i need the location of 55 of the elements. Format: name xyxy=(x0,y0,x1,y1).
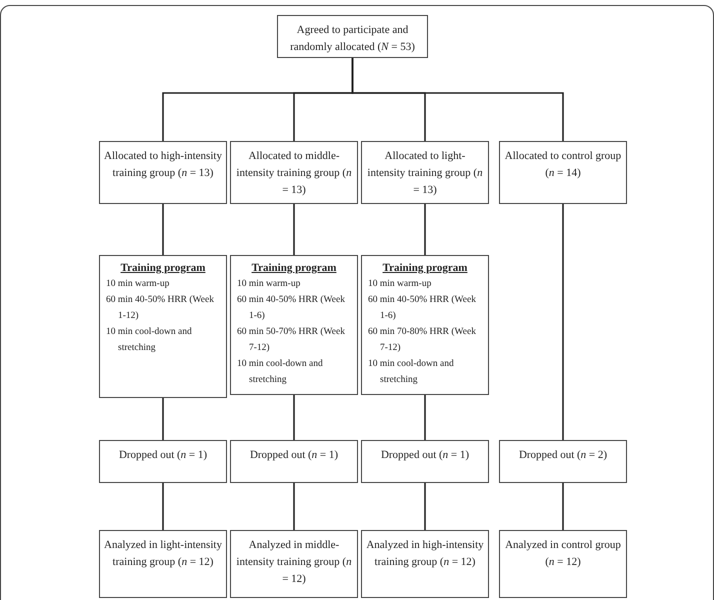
program-item: 10 min warm-up xyxy=(368,278,432,291)
connector-line xyxy=(162,483,164,530)
connector-line xyxy=(562,204,564,440)
program-item: 10 min cool-down and stretching xyxy=(106,326,193,355)
program-item: 10 min warm-up xyxy=(106,278,170,291)
connector-line xyxy=(162,398,164,440)
box-text: Analyzed in control group (n = 12) xyxy=(504,538,622,570)
flow-box xyxy=(499,440,627,483)
connector-line xyxy=(424,483,426,530)
program-item: 60 min 70-80% HRR (Week 7-12) xyxy=(368,326,477,355)
program-item: 10 min cool-down and stretching xyxy=(368,358,455,387)
connector-line xyxy=(293,483,295,530)
box-text: Allocated to middle-intensity training group (n = 13) xyxy=(235,149,353,198)
box-text: Allocated to high-intensity training group (n = 13) xyxy=(104,149,222,181)
connector-line xyxy=(293,204,295,255)
box-text: Allocated to control group (n = 14) xyxy=(504,149,622,181)
connector-line xyxy=(562,483,564,530)
program-heading: Training program xyxy=(250,261,338,276)
flow-box xyxy=(361,440,489,483)
program-box xyxy=(99,255,227,398)
flow-box xyxy=(277,15,428,58)
box-text: Dropped out (n = 1) xyxy=(248,448,340,463)
program-heading: Training program xyxy=(382,261,468,276)
box-text: Agreed to participate and randomly allocated (N = 53) xyxy=(289,23,416,55)
box-text: Analyzed in light-intensity training group (n = 12) xyxy=(104,538,222,570)
box-text: Dropped out (n = 2) xyxy=(518,448,608,463)
program-heading: Training program xyxy=(120,261,206,276)
flow-box xyxy=(230,440,358,483)
flow-box xyxy=(230,530,358,598)
connector-line xyxy=(352,58,564,141)
program-item: 10 min warm-up xyxy=(237,278,302,291)
flow-box xyxy=(99,440,227,483)
connector-line xyxy=(293,395,295,440)
program-box xyxy=(361,255,489,395)
program-item: 60 min 40-50% HRR (Week 1-12) xyxy=(106,294,215,323)
program-item: 60 min 40-50% HRR (Week 1-6) xyxy=(368,294,477,323)
flow-box xyxy=(99,141,227,204)
box-text: Dropped out (n = 1) xyxy=(380,448,470,463)
box-text: Analyzed in middle-intensity training group (n = 12) xyxy=(235,538,353,587)
program-box xyxy=(230,255,358,395)
program-item: 60 min 50-70% HRR (Week 7-12) xyxy=(237,326,346,355)
flow-box xyxy=(361,141,489,204)
flow-box xyxy=(99,530,227,598)
connector-line xyxy=(424,204,426,255)
connector-line xyxy=(424,395,426,440)
program-item: 10 min cool-down and stretching xyxy=(237,358,324,387)
flow-box xyxy=(499,530,627,598)
box-text: Analyzed in high-intensity training group (n = 12) xyxy=(366,538,484,570)
flow-box xyxy=(361,530,489,598)
program-item: 60 min 40-50% HRR (Week 1-6) xyxy=(237,294,346,323)
box-text: Allocated to light-intensity training group (n = 13) xyxy=(366,149,484,198)
box-text: Dropped out (n = 1) xyxy=(118,448,208,463)
flow-box xyxy=(499,141,627,204)
connector-line xyxy=(162,204,164,255)
flow-box xyxy=(230,141,358,204)
